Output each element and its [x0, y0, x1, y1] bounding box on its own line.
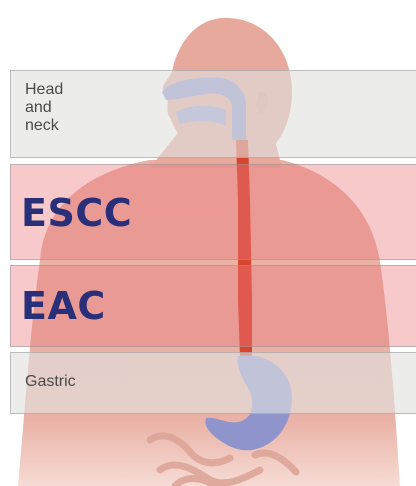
- head-neck-label: Head and neck: [25, 81, 63, 135]
- eac-band: EAC: [10, 265, 416, 347]
- eac-label: EAC: [21, 284, 106, 328]
- head-neck-band: Head and neck: [10, 70, 416, 158]
- gastric-label: Gastric: [25, 373, 76, 391]
- gastric-band: Gastric: [10, 352, 416, 414]
- escc-band: ESCC: [10, 164, 416, 260]
- escc-label: ESCC: [21, 191, 132, 235]
